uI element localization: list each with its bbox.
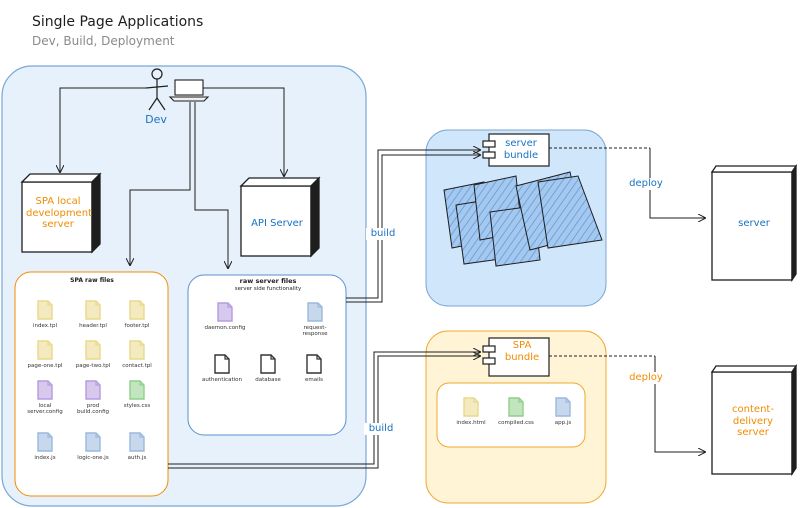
file-name: logic-one.js: [77, 455, 109, 461]
file-item[interactable]: database: [246, 354, 290, 383]
server-label: server: [738, 218, 770, 229]
server-cube: [710, 163, 798, 283]
file-name: styles.css: [123, 403, 151, 409]
file-item[interactable]: index.js: [23, 432, 67, 461]
file-item[interactable]: styles.css: [115, 380, 159, 409]
file-item[interactable]: index.html: [449, 397, 493, 426]
raw-server-files-subtitle: server side functionality: [234, 286, 302, 292]
server-bundle-label: server bundle: [503, 138, 539, 161]
laptop-icon: [168, 79, 210, 102]
file-item[interactable]: emails: [292, 354, 336, 383]
spa-bundle-component: [482, 337, 550, 377]
server-bundle-component: [482, 133, 550, 167]
deploy-top-label: deploy: [624, 178, 668, 190]
file-name: authentication: [202, 377, 242, 383]
file-icon: [129, 340, 145, 360]
file-name: compiled.css: [498, 420, 534, 426]
file-name: daemon.config: [204, 325, 246, 331]
file-name: index.html: [456, 420, 486, 426]
build-bottom-label: build: [364, 423, 398, 435]
cdn-server-label: content-delivery server: [732, 404, 774, 438]
file-icon: [217, 302, 233, 322]
spa-bundle-label: SPA bundle: [504, 340, 540, 363]
file-icon: [463, 397, 479, 417]
file-name: header.tpl: [79, 323, 107, 329]
file-item[interactable]: app.js: [541, 397, 585, 426]
server-bundle-pages: [443, 171, 603, 267]
cdn-server-cube: [710, 363, 798, 477]
file-icon: [214, 354, 230, 374]
file-icon: [508, 397, 524, 417]
file-name: contact.tpl: [122, 363, 152, 369]
file-name: page-two.tpl: [75, 363, 111, 369]
raw-server-files-title: raw server files: [239, 277, 297, 285]
file-item[interactable]: compiled.css: [494, 397, 538, 426]
file-item[interactable]: daemon.config: [203, 302, 247, 331]
file-icon: [555, 397, 571, 417]
file-icon: [307, 302, 323, 322]
file-name: request-response: [302, 325, 328, 338]
file-name: app.js: [554, 420, 572, 426]
deploy-arrows: [549, 147, 705, 452]
file-icon: [129, 432, 145, 452]
file-icon: [37, 300, 53, 320]
build-top-label: build: [366, 228, 400, 240]
file-item[interactable]: request-response: [293, 302, 337, 337]
file-item[interactable]: logic-one.js: [71, 432, 115, 461]
local-dev-server-cube: [20, 172, 102, 254]
api-server-cube: [239, 176, 321, 258]
file-icon: [85, 432, 101, 452]
file-icon: [129, 300, 145, 320]
dev-label: Dev: [145, 113, 167, 126]
file-name: database: [255, 377, 281, 383]
file-item[interactable]: prod build.config: [71, 380, 115, 415]
file-icon: [306, 354, 322, 374]
spa-raw-files-title: SPA raw files: [70, 277, 114, 284]
file-name: auth.js: [127, 455, 147, 461]
file-icon: [37, 340, 53, 360]
deploy-bottom-label: deploy: [624, 372, 668, 384]
dev-arrows: [60, 87, 284, 268]
file-name: local server.config: [27, 403, 63, 416]
local-dev-server-label: SPA local development server: [26, 196, 92, 230]
file-item[interactable]: auth.js: [115, 432, 159, 461]
file-icon: [37, 432, 53, 452]
file-name: index.js: [34, 455, 56, 461]
file-icon: [85, 380, 101, 400]
file-name: prod build.config: [76, 403, 110, 416]
file-item[interactable]: header.tpl: [71, 300, 115, 329]
file-item[interactable]: local server.config: [23, 380, 67, 415]
file-icon: [85, 340, 101, 360]
api-server-label: API Server: [251, 218, 303, 229]
file-item[interactable]: page-one.tpl: [23, 340, 67, 369]
file-name: page-one.tpl: [27, 363, 63, 369]
file-name: footer.tpl: [124, 323, 150, 329]
file-icon: [260, 354, 276, 374]
diagram-subtitle: Dev, Build, Deployment: [32, 34, 175, 48]
file-name: index.tpl: [33, 323, 57, 329]
file-icon: [37, 380, 53, 400]
file-icon: [129, 380, 145, 400]
file-item[interactable]: authentication: [200, 354, 244, 383]
file-icon: [85, 300, 101, 320]
file-item[interactable]: footer.tpl: [115, 300, 159, 329]
dev-user-icon: [145, 68, 169, 111]
file-name: emails: [304, 377, 324, 383]
file-item[interactable]: page-two.tpl: [71, 340, 115, 369]
file-item[interactable]: index.tpl: [23, 300, 67, 329]
file-item[interactable]: contact.tpl: [115, 340, 159, 369]
diagram-title: Single Page Applications: [32, 14, 204, 30]
